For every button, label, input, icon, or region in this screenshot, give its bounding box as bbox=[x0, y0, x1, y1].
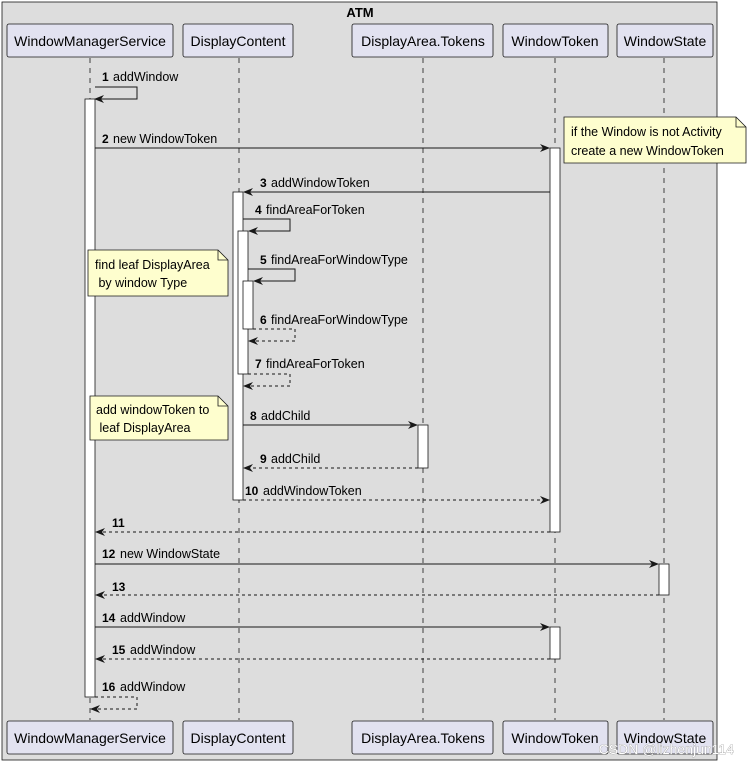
message-label: addChild bbox=[271, 452, 320, 466]
note-add-token: add windowToken to leaf DisplayArea bbox=[89, 395, 229, 441]
note-line: add windowToken to bbox=[96, 403, 209, 417]
message-number: 10 bbox=[245, 484, 259, 498]
activation-bar bbox=[658, 563, 670, 596]
message-label: addWindowToken bbox=[271, 176, 370, 190]
note-windowtoken: if the Window is not Activity create a n… bbox=[563, 116, 747, 164]
message-number: 16 bbox=[102, 680, 116, 694]
message-13: 13 bbox=[95, 580, 659, 599]
message-3: 3 addWindowToken bbox=[243, 176, 550, 196]
message-16: 16 addWindow bbox=[90, 680, 186, 713]
message-number: 14 bbox=[102, 611, 116, 625]
message-2: 2 new WindowToken bbox=[95, 132, 550, 152]
message-number: 6 bbox=[260, 313, 267, 327]
message-number: 9 bbox=[260, 452, 267, 466]
message-8: 8 addChild bbox=[243, 409, 418, 429]
note-line: leaf DisplayArea bbox=[96, 421, 191, 435]
participant-label: DisplayArea.Tokens bbox=[361, 730, 485, 746]
message-9: 9 addChild bbox=[243, 452, 418, 472]
note-line: create a new WindowToken bbox=[571, 144, 724, 158]
message-1: 1 addWindow bbox=[94, 70, 179, 103]
watermark: CSDN @lizhenjun114 bbox=[599, 741, 735, 757]
participant-label: WindowToken bbox=[511, 33, 598, 49]
note-find-leaf: find leaf DisplayArea by window Type bbox=[87, 249, 229, 297]
message-number: 15 bbox=[112, 643, 126, 657]
message-number: 4 bbox=[255, 203, 262, 217]
participant-displaycontent: DisplayContent bbox=[182, 23, 294, 58]
message-4: 4 findAreaForToken bbox=[243, 203, 365, 235]
atm-box-title: ATM bbox=[346, 5, 373, 20]
atm-box bbox=[1, 1, 718, 761]
participant-windowmanagerservice: WindowManagerService bbox=[6, 720, 174, 755]
message-number: 3 bbox=[260, 176, 267, 190]
note-line: by window Type bbox=[95, 276, 187, 290]
message-number: 1 bbox=[102, 70, 109, 84]
participant-label: WindowManagerService bbox=[14, 33, 166, 49]
message-number: 8 bbox=[250, 409, 257, 423]
message-number: 2 bbox=[102, 132, 109, 146]
participants-bottom: WindowManagerService DisplayContent Disp… bbox=[6, 720, 714, 755]
message-7: 7 findAreaForToken bbox=[243, 357, 365, 390]
message-label: new WindowState bbox=[120, 547, 220, 561]
participant-windowtoken: WindowToken bbox=[502, 720, 609, 755]
message-number: 11 bbox=[112, 516, 125, 530]
note-line: find leaf DisplayArea bbox=[95, 258, 210, 272]
message-label: findAreaForWindowType bbox=[271, 253, 408, 267]
message-label: addWindow bbox=[120, 680, 186, 694]
message-label: findAreaForToken bbox=[266, 203, 365, 217]
participants-top: WindowManagerService DisplayContent Disp… bbox=[6, 23, 714, 58]
note-line: if the Window is not Activity bbox=[571, 125, 723, 139]
message-label: findAreaForWindowType bbox=[271, 313, 408, 327]
participant-windowmanagerservice: WindowManagerService bbox=[6, 23, 174, 58]
message-6: 6 findAreaForWindowType bbox=[248, 313, 408, 345]
message-label: new WindowToken bbox=[113, 132, 217, 146]
participant-displayarea-tokens: DisplayArea.Tokens bbox=[351, 720, 494, 755]
message-label: addWindow bbox=[113, 70, 179, 84]
message-number: 5 bbox=[260, 253, 267, 267]
activation-bar bbox=[549, 147, 561, 533]
notes: if the Window is not Activity create a n… bbox=[87, 116, 747, 441]
activation-bar bbox=[417, 424, 429, 469]
activation-bar bbox=[549, 626, 561, 660]
message-number: 12 bbox=[102, 547, 116, 561]
message-label: addWindow bbox=[120, 611, 186, 625]
message-label: findAreaForToken bbox=[266, 357, 365, 371]
participant-label: WindowToken bbox=[511, 730, 598, 746]
participant-displayarea-tokens: DisplayArea.Tokens bbox=[351, 23, 494, 58]
participant-label: WindowManagerService bbox=[14, 730, 166, 746]
participant-label: DisplayContent bbox=[191, 730, 286, 746]
participant-windowstate: WindowState bbox=[616, 23, 714, 58]
message-14: 14 addWindow bbox=[95, 611, 550, 631]
participant-windowtoken: WindowToken bbox=[502, 23, 609, 58]
messages: 1 addWindow 2 new WindowToken 3 addWindo… bbox=[90, 70, 659, 713]
participant-label: WindowState bbox=[624, 730, 707, 746]
message-label: addWindow bbox=[130, 643, 196, 657]
message-label: addWindowToken bbox=[263, 484, 362, 498]
participant-label: WindowState bbox=[624, 33, 707, 49]
message-number: 7 bbox=[255, 357, 262, 371]
message-label: addChild bbox=[261, 409, 310, 423]
message-5: 5 findAreaForWindowType bbox=[248, 253, 408, 285]
participant-windowstate: WindowState bbox=[616, 720, 714, 755]
activation-bar bbox=[242, 280, 254, 330]
message-number: 13 bbox=[112, 580, 126, 594]
message-12: 12 new WindowState bbox=[95, 547, 659, 568]
message-15: 15 addWindow bbox=[95, 643, 550, 663]
participant-displaycontent: DisplayContent bbox=[182, 720, 294, 755]
message-10: 10 addWindowToken bbox=[243, 484, 550, 504]
participant-label: DisplayArea.Tokens bbox=[361, 33, 485, 49]
message-11: 11 bbox=[95, 516, 550, 536]
participant-label: DisplayContent bbox=[191, 33, 286, 49]
